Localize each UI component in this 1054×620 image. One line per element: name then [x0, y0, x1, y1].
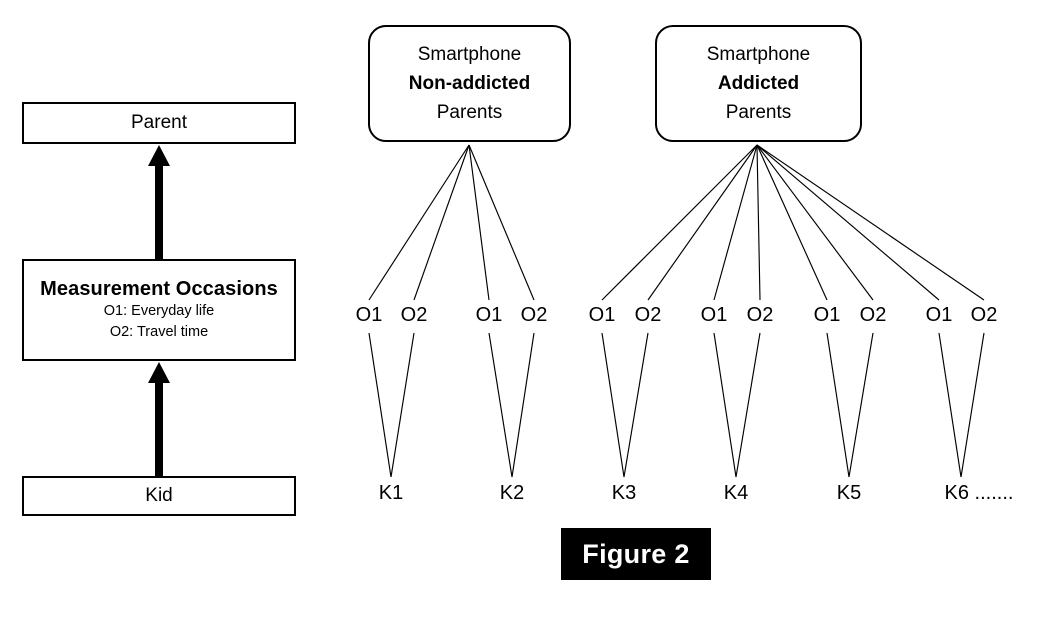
- occasions-to-parent-arrow-shaft: [155, 163, 163, 259]
- kid-label-k4[interactable]: K4: [723, 482, 749, 504]
- occasions-to-parent-arrow-head: [148, 145, 170, 166]
- group-addicted-line-2: Addicted: [717, 73, 800, 94]
- occasion-label-k2-o2[interactable]: O2: [520, 304, 548, 326]
- group-addicted-line-3: Parents: [725, 102, 792, 123]
- parent-level-box[interactable]: Parent: [22, 102, 296, 144]
- measurement-occasions-title: Measurement Occasions: [40, 278, 278, 300]
- kid-to-occasions-arrow-head: [148, 362, 170, 383]
- group-box-non-addicted[interactable]: Smartphone Non-addicted Parents: [368, 25, 571, 142]
- occasion-label-k3-o2[interactable]: O2: [634, 304, 662, 326]
- occasion-to-kid-joins: [368, 332, 985, 478]
- group-non-addicted-line-1: Smartphone: [417, 44, 522, 65]
- occasion-label-k2-o1[interactable]: O1: [475, 304, 503, 326]
- occasion-label-k1-o1[interactable]: O1: [355, 304, 383, 326]
- kid-label-k6[interactable]: K6 .......: [944, 482, 1014, 504]
- occasion-label-k6-o1[interactable]: O1: [925, 304, 953, 326]
- occasion-label-k1-o2[interactable]: O2: [400, 304, 428, 326]
- kid-label-k5[interactable]: K5: [836, 482, 862, 504]
- group-box-addicted[interactable]: Smartphone Addicted Parents: [655, 25, 862, 142]
- occasion-label-k5-o2[interactable]: O2: [859, 304, 887, 326]
- occasion-o1-description: O1: Everyday life: [103, 303, 215, 319]
- occasion-label-k6-o2[interactable]: O2: [970, 304, 998, 326]
- figure-caption-badge: Figure 2: [561, 528, 711, 580]
- left-column-arrows: [148, 145, 170, 476]
- kid-label-k2[interactable]: K2: [499, 482, 525, 504]
- occasion-label-k4-o1[interactable]: O1: [700, 304, 728, 326]
- measurement-occasions-level-box[interactable]: Measurement Occasions O1: Everyday life …: [22, 259, 296, 361]
- occasion-o2-description: O2: Travel time: [109, 324, 209, 340]
- group-non-addicted-line-2: Non-addicted: [408, 73, 531, 94]
- kid-level-box[interactable]: Kid: [22, 476, 296, 516]
- kid-to-occasions-arrow-shaft: [155, 380, 163, 476]
- fan-non-addicted: [368, 144, 535, 301]
- kid-label-k3[interactable]: K3: [611, 482, 637, 504]
- group-non-addicted-line-3: Parents: [436, 102, 503, 123]
- occasion-label-k5-o1[interactable]: O1: [813, 304, 841, 326]
- occasion-label-k3-o1[interactable]: O1: [588, 304, 616, 326]
- kid-level-title: Kid: [145, 485, 173, 506]
- group-addicted-line-1: Smartphone: [706, 44, 811, 65]
- kid-label-k1[interactable]: K1: [378, 482, 404, 504]
- parent-level-title: Parent: [131, 112, 187, 133]
- fan-addicted: [601, 144, 985, 301]
- occasion-label-k4-o2[interactable]: O2: [746, 304, 774, 326]
